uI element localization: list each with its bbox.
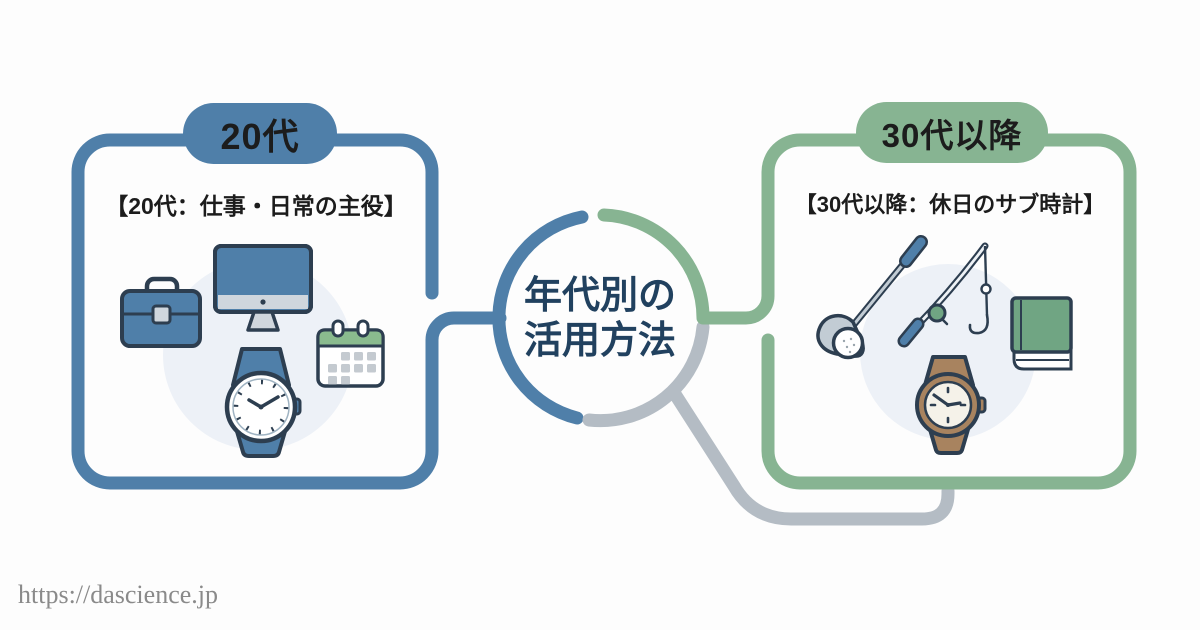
site-url-watermark: https://dascience.jp [18,580,219,609]
golf-ball-dimples [842,337,856,354]
left-panel-border [71,133,507,490]
center-title-line-2: 活用方法 [523,319,676,362]
fishing-rod-icon [897,242,992,348]
center-ring-gray-arc [582,320,710,428]
golf-club-icon [816,235,928,360]
right-panel-caption: 【30代以降：休日のサブ時計】 [794,192,1106,217]
right-panel-badge: 30代以降 [856,102,1048,163]
right-icon-backdrop-circle [860,264,1036,440]
center-circle-title: 年代別の 活用方法 [495,274,705,364]
wristwatch-blue-icon [224,347,302,458]
left-panel-badge: 20代 [183,103,337,164]
left-panel-caption: 【20代：仕事・日常の主役】 [105,193,407,219]
watch-face-markers [929,386,967,424]
wristwatch-brown-icon [915,355,987,455]
right-panel-badge-label: 30代以降 [881,116,1023,154]
center-title-line-1: 年代別の [523,275,676,317]
desktop-monitor-icon [213,244,313,332]
calendar-day-squares [328,352,376,385]
calendar-icon [316,319,385,388]
briefcase-icon [120,276,202,348]
book-icon [1010,296,1073,371]
gray-handle-connector [666,384,955,526]
left-panel-badge-label: 20代 [220,115,300,157]
right-panel-border [597,133,1137,490]
